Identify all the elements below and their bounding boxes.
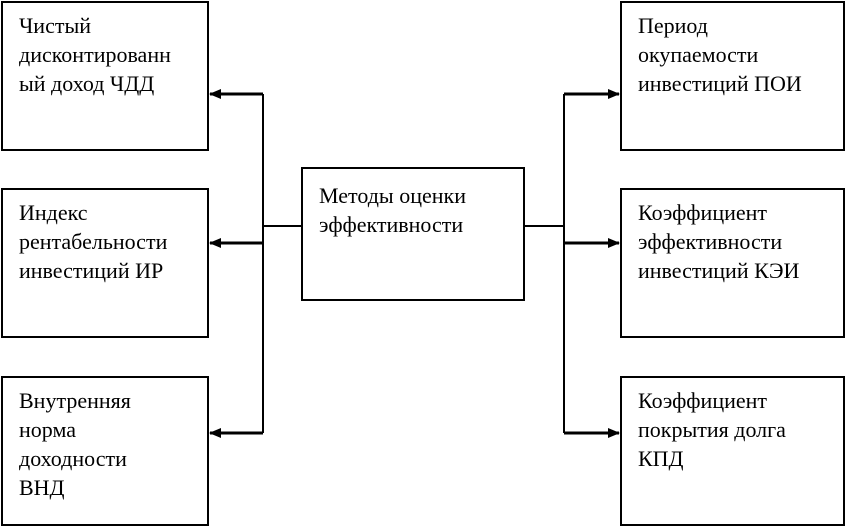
box-kei: Коэффициент эффективности инвестиций КЭИ: [620, 188, 845, 338]
box-center-label: Методы оценки эффективности: [319, 183, 466, 237]
box-poi: Период окупаемости инвестиций ПОИ: [620, 1, 845, 151]
box-chdd-label: Чистый дисконтированн ый доход ЧДД: [19, 13, 171, 96]
box-center-methods: Методы оценки эффективности: [301, 167, 525, 301]
box-kpd: Коэффициент покрытия долга КПД: [620, 376, 845, 526]
box-ir-label: Индекс рентабельности инвестиций ИР: [19, 200, 168, 283]
box-kei-label: Коэффициент эффективности инвестиций КЭИ: [638, 200, 800, 283]
box-kpd-label: Коэффициент покрытия долга КПД: [638, 388, 786, 471]
box-poi-label: Период окупаемости инвестиций ПОИ: [638, 13, 802, 96]
box-ir: Индекс рентабельности инвестиций ИР: [1, 188, 209, 338]
box-vnd: Внутренняя норма доходности ВНД: [1, 376, 209, 526]
box-vnd-label: Внутренняя норма доходности ВНД: [19, 388, 131, 500]
box-chdd: Чистый дисконтированн ый доход ЧДД: [1, 1, 209, 151]
